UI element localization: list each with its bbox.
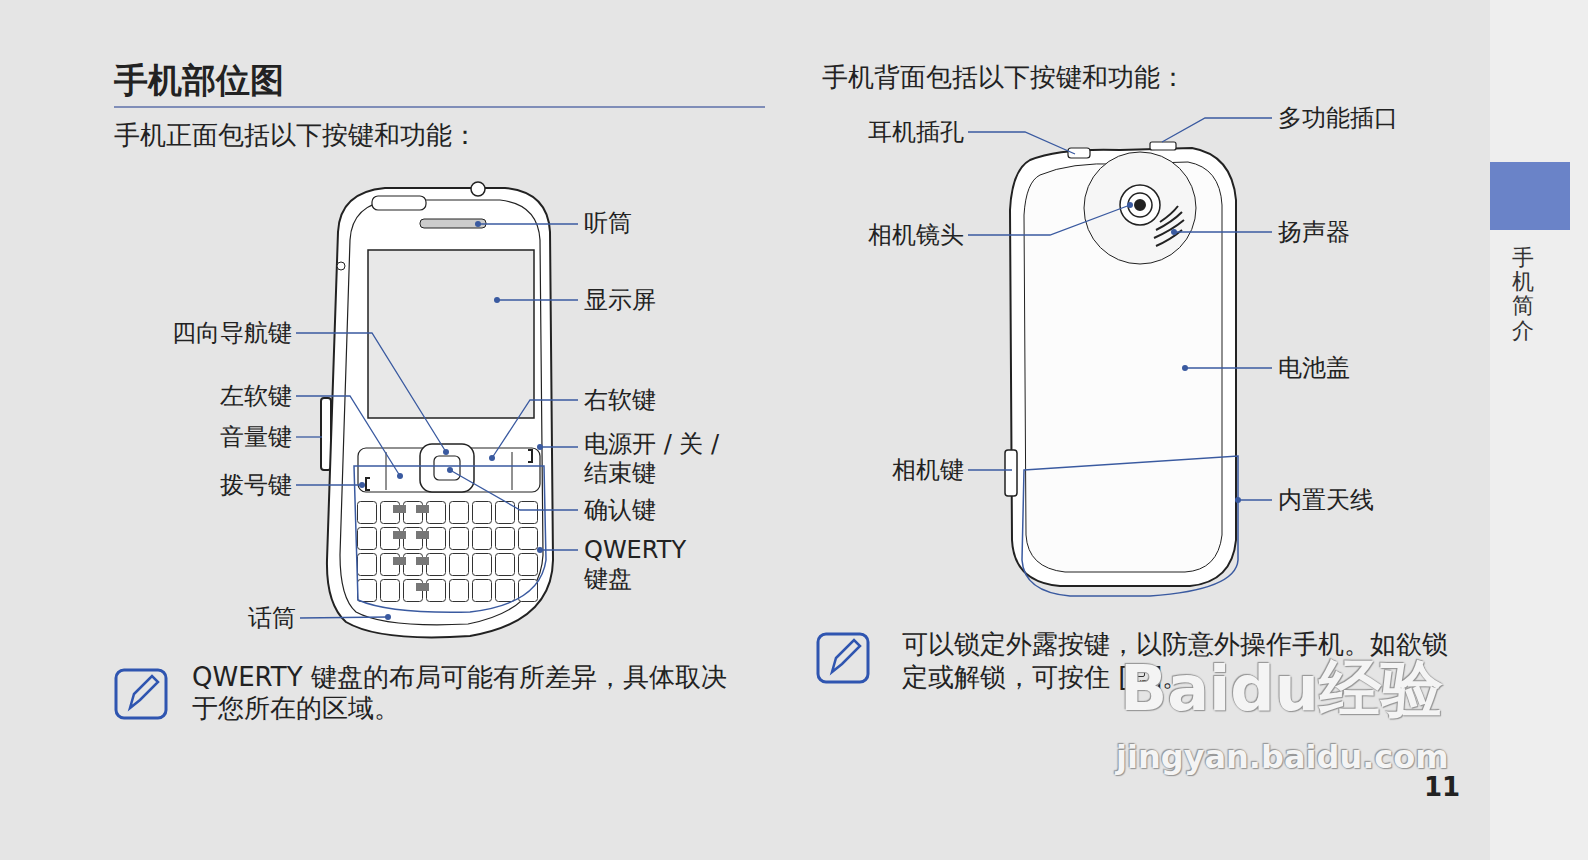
leader-lines [296, 118, 1272, 618]
part-label: 电池盖 [1278, 354, 1350, 383]
part-label: 话筒 [248, 604, 296, 633]
section-tab [1490, 162, 1570, 230]
part-label: 内置天线 [1278, 486, 1374, 515]
part-label: 左软键 [220, 382, 292, 411]
note-text: QWERTY 键盘的布局可能有所差异，具体取决于您所在的区域。 [192, 662, 752, 724]
part-label: 相机镜头 [868, 221, 964, 250]
note-icon [818, 634, 868, 682]
part-label: 右软键 [584, 386, 656, 415]
intro-text: 手机背面包括以下按键和功能： [822, 62, 1186, 93]
page-title: 手机部位图 [114, 60, 284, 101]
watermark: jingyan.baidu.com [1116, 738, 1449, 776]
part-label: 多功能插口 [1278, 104, 1398, 133]
leader-dots [359, 202, 1241, 620]
intro-text: 手机正面包括以下按键和功能： [114, 120, 478, 151]
front-phone [321, 182, 553, 637]
watermark: Baidu经验 [1120, 652, 1443, 726]
section-tab-label: 手机简介 [1512, 246, 1534, 343]
part-label: 听筒 [584, 209, 632, 238]
part-label: QWERTY 键盘 [584, 536, 702, 594]
part-label: 音量键 [220, 423, 292, 452]
part-label: 四向导航键 [172, 319, 292, 348]
part-label: 确认键 [584, 496, 656, 525]
title-rule [114, 106, 765, 108]
part-label: 耳机插孔 [868, 118, 964, 147]
page-number: 11 [1424, 772, 1460, 803]
side-strip [1490, 0, 1588, 860]
note-icon [116, 670, 166, 718]
part-label: 电源开 / 关 / 结束键 [584, 430, 744, 488]
part-label: 扬声器 [1278, 218, 1350, 247]
part-label: 显示屏 [584, 286, 656, 315]
part-label: 拨号键 [220, 471, 292, 500]
part-label: 相机键 [892, 456, 964, 485]
back-phone [1005, 142, 1238, 596]
